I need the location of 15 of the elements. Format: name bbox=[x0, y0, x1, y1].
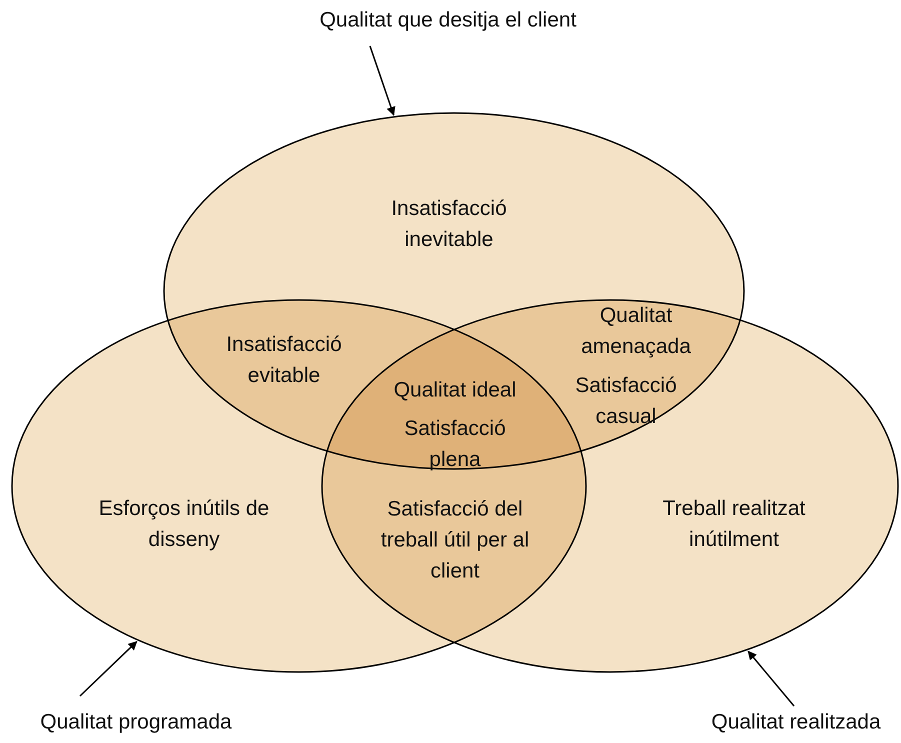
set-label: Qualitat realitzada bbox=[666, 706, 901, 738]
region-label: Insatisfacció evitable bbox=[225, 332, 343, 389]
region-label: Esforços inútils de disseny bbox=[98, 496, 270, 553]
region-label: Qualitat ideal bbox=[392, 378, 518, 404]
region-label: Qualitat amenaçada bbox=[580, 303, 692, 360]
arrow bbox=[79, 641, 138, 697]
set-label: Qualitat programada bbox=[0, 706, 286, 738]
region-label: Satisfacció casual bbox=[574, 373, 678, 430]
region-label: Satisfacció del treball útil per al client bbox=[380, 496, 530, 584]
arrow bbox=[369, 46, 396, 116]
arrow bbox=[748, 650, 795, 706]
region-label: Insatisfacció inevitable bbox=[390, 196, 508, 253]
region-label: Satisfacció plena bbox=[403, 416, 507, 473]
region-label: Treball realitzat inútilment bbox=[662, 496, 806, 553]
set-label: Qualitat que desitja el client bbox=[268, 4, 628, 36]
